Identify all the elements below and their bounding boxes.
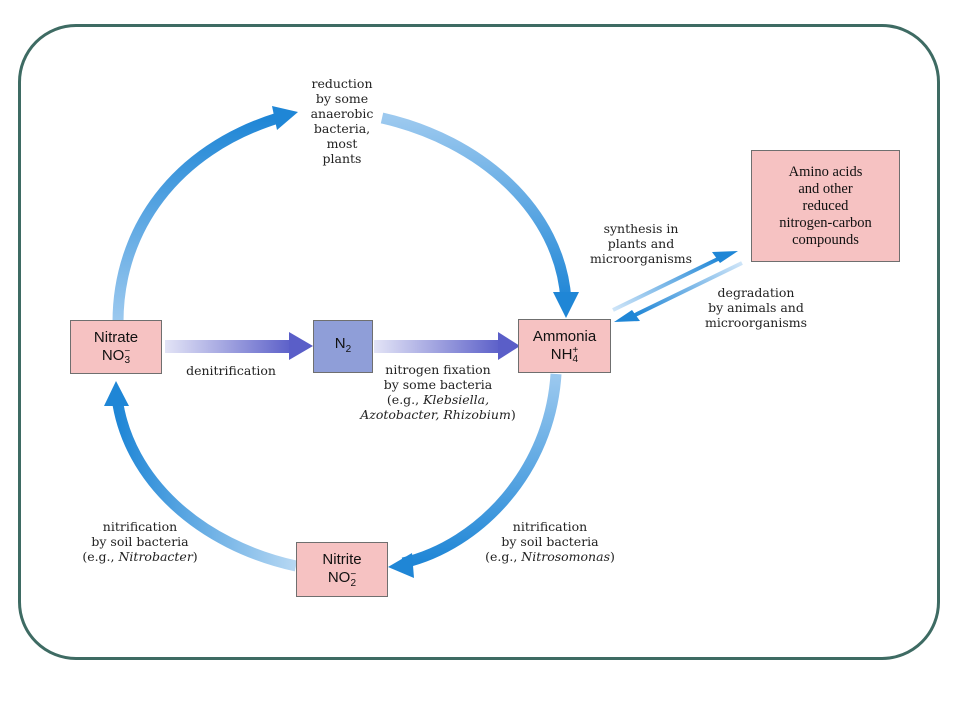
node-amino-acids: Amino acids and other reduced nitrogen-c… [751, 150, 900, 262]
nitrite-name: Nitrite [322, 551, 362, 569]
arrowhead-reduction [272, 106, 298, 130]
ammonia-name: Ammonia [532, 327, 597, 345]
label-line: by animals and [708, 300, 804, 315]
node-ammonia: Ammonia NH+4 [518, 319, 611, 373]
amino-line: Amino acids [788, 163, 863, 180]
arrowhead-fixation [498, 332, 520, 360]
arrow-degradation [632, 261, 743, 318]
label-line: (e.g., Nitrobacter) [82, 549, 198, 564]
label-line: bacteria, [313, 121, 371, 136]
amino-line: compounds [792, 231, 859, 248]
arrowhead-nitrite [388, 553, 414, 578]
label-nitrification-nitrosomonas: nitrification by soil bacteria (e.g., Ni… [476, 519, 624, 564]
label-line: plants [322, 151, 362, 166]
arrow-denitrification [165, 340, 293, 353]
label-line: anaerobic [310, 106, 374, 121]
arrowhead-nitrate [104, 381, 129, 406]
arrowhead-synthesis [712, 251, 738, 263]
label-degradation: degradation by animals and microorganism… [697, 285, 815, 330]
arrow-synthesis [612, 255, 723, 312]
label-line: (e.g., Klebsiella, [386, 392, 490, 407]
arrow-ammonia-to-nitrite [401, 373, 562, 569]
nitrite-formula: NO−2 [327, 568, 357, 589]
label-nitrification-nitrobacter: nitrification by soil bacteria (e.g., Ni… [70, 519, 210, 564]
label-line: microorganisms [704, 315, 808, 330]
label-line: by some bacteria [383, 377, 493, 392]
n2-formula: N2 [334, 334, 352, 355]
arrowhead-n2 [289, 332, 313, 360]
label-line: reduction [311, 76, 373, 91]
arrow-fixation [374, 340, 502, 353]
label-line: degradation [717, 285, 795, 300]
label-nitrogen-fixation: nitrogen fixation by some bacteria (e.g.… [346, 362, 530, 422]
label-synthesis: synthesis in plants and microorganisms [583, 221, 699, 266]
arrowhead-degradation [614, 310, 640, 322]
nitrate-formula: NO−3 [101, 346, 131, 367]
arrow-nitrate-to-reduction [112, 112, 280, 323]
label-denitrification: denitrification [186, 363, 276, 378]
slide-frame [18, 24, 940, 660]
node-n2: N2 [313, 320, 373, 373]
amino-line: nitrogen-carbon [779, 214, 872, 231]
label-line: by soil bacteria [91, 534, 189, 549]
label-line: by soil bacteria [501, 534, 599, 549]
arrowhead-ammonia [553, 292, 579, 318]
label-line: Azotobacter, Rhizobium) [360, 407, 516, 422]
amino-line: reduced [802, 197, 849, 214]
label-line: nitrification [512, 519, 588, 534]
label-line: synthesis in [603, 221, 679, 236]
label-line: (e.g., Nitrosomonas) [485, 549, 615, 564]
amino-line: and other [798, 180, 853, 197]
label-line: microorganisms [589, 251, 693, 266]
label-line: nitrogen fixation [385, 362, 491, 377]
label-line: nitrification [102, 519, 178, 534]
nitrate-name: Nitrate [93, 328, 139, 346]
ammonia-formula: NH+4 [550, 345, 579, 366]
arrow-reduction-to-ammonia [380, 112, 572, 301]
node-nitrite: Nitrite NO−2 [296, 542, 388, 597]
arrow-nitrite-to-nitrate [111, 397, 298, 572]
label-line: most [326, 136, 358, 151]
label-line: plants and [607, 236, 675, 251]
node-nitrate: Nitrate NO−3 [70, 320, 162, 374]
label-reduction: reduction by some anaerobic bacteria, mo… [296, 76, 388, 166]
label-line: by some [315, 91, 369, 106]
